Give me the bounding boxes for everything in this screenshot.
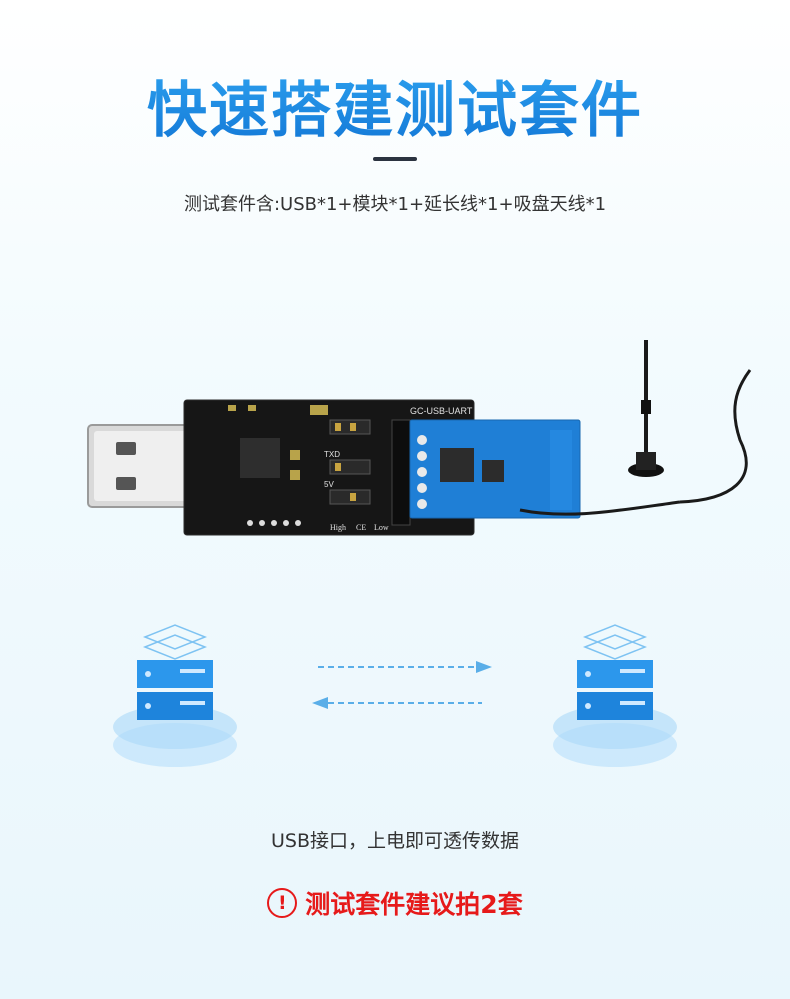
server-stack-icon — [113, 624, 237, 767]
arrow-right-icon — [318, 661, 492, 673]
warning-note: !测试套件建议拍2套 — [0, 885, 790, 921]
page-title: 快速搭建测试套件 — [0, 62, 790, 149]
usb-test-kit-illustration: GC-USB-UART TXD 5V High CE Low — [87, 340, 752, 536]
title-divider — [373, 157, 417, 161]
warning-text: 测试套件建议拍2套 — [305, 890, 523, 919]
kit-contents-text: 测试套件含:USB*1+模块*1+延长线*1+吸盘天线*1 — [183, 194, 607, 215]
side-label-5v: 5V — [324, 480, 334, 489]
bottom-label-ce: CE — [356, 523, 366, 532]
bottom-label-low: Low — [374, 523, 389, 532]
warning-icon: ! — [267, 888, 298, 918]
usb-caption: USB接口，上电即可透传数据 — [270, 830, 519, 852]
transmission-diagram — [113, 624, 677, 767]
server-stack-icon — [553, 624, 677, 767]
wireless-module — [409, 419, 581, 519]
arrow-left-icon — [312, 697, 482, 709]
side-label-txd: TXD — [324, 450, 340, 459]
antenna-icon — [628, 340, 664, 477]
board-label: GC-USB-UART — [410, 406, 473, 416]
usb-plug-icon — [87, 424, 214, 508]
bottom-label-high: High — [330, 523, 346, 532]
